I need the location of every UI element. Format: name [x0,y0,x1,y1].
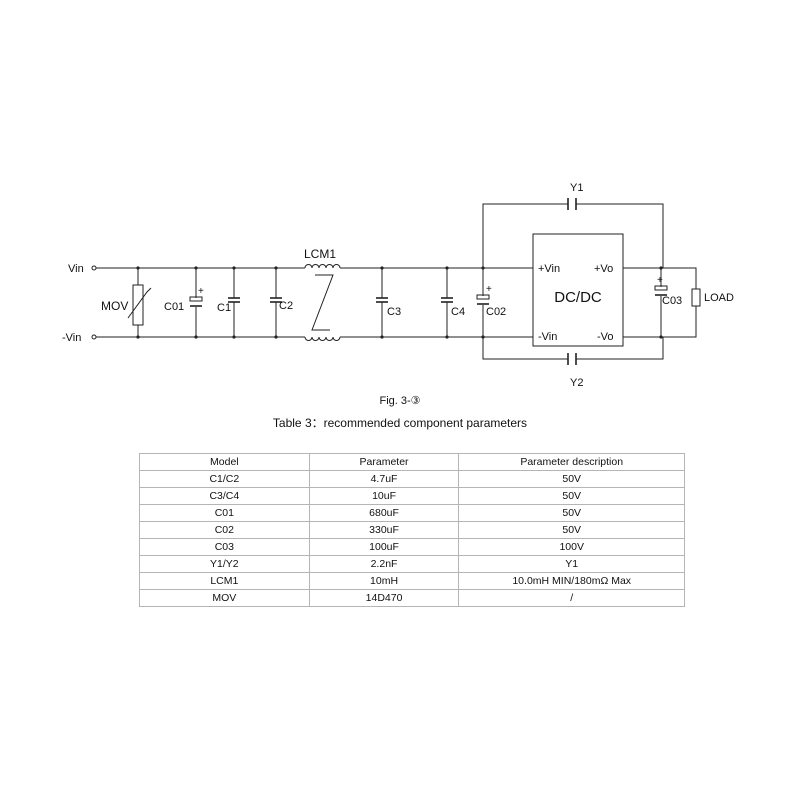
lcm1-choke [304,264,341,341]
table-row: LCM1 10mH 10.0mH MIN/180mΩ Max [139,572,685,590]
table-header-row: Model Parameter Parameter description [139,453,685,471]
c02-label: C02 [486,306,506,318]
cell-model: MOV [139,589,310,607]
pin-pos-vo: +Vo [594,263,613,275]
c2-capacitor [270,268,282,337]
cell-model: C3/C4 [139,487,310,505]
component-parameters-table: Model Parameter Parameter description C1… [139,453,685,607]
cell-model: C01 [139,504,310,522]
c03-capacitor [654,268,668,337]
table-caption: Table 3：recommended component parameters [272,416,528,430]
c01-plus-sign: + [198,286,204,297]
cell-description: 50V [458,487,685,505]
load-label: LOAD [704,292,734,304]
y1-label: Y1 [570,182,583,194]
vin-label: Vin [68,263,84,275]
c03-plus-sign: + [657,275,663,286]
mov-varistor [127,268,152,337]
table-row: C03 100uF 100V [139,538,685,556]
cell-description: 50V [458,470,685,488]
cell-model: LCM1 [139,572,310,590]
c3-capacitor [376,268,388,337]
table-row: Y1/Y2 2.2nF Y1 [139,555,685,573]
cell-parameter: 330uF [308,521,460,539]
cell-description: / [458,589,685,607]
cell-description: 100V [458,538,685,556]
module-title: DC/DC [554,289,602,306]
cell-parameter: 2.2nF [308,555,460,573]
c02-plus-sign: + [486,284,492,295]
c1-capacitor [228,268,240,337]
lcm1-label: LCM1 [304,247,336,261]
cell-description: Y1 [458,555,685,573]
c4-capacitor [441,268,453,337]
cell-model: C1/C2 [139,470,310,488]
cell-model: C02 [139,521,310,539]
cell-parameter: 10mH [308,572,460,590]
c4-label: C4 [451,306,465,318]
table-row: MOV 14D470 / [139,589,685,607]
cell-description: 10.0mH MIN/180mΩ Max [458,572,685,590]
cell-description: 50V [458,504,685,522]
neg-vin-terminal [91,334,97,340]
table-row: C1/C2 4.7uF 50V [139,470,685,488]
y1-capacitor [482,198,664,268]
load-resistor [691,288,701,307]
c02-capacitor [476,268,490,337]
header-parameter-description: Parameter description [458,453,685,471]
dcdc-module [532,233,624,347]
junction-dots [136,266,663,339]
c1-label: C1 [217,302,231,314]
output-rails [623,267,697,338]
header-parameter: Parameter [308,453,460,471]
cell-model: C03 [139,538,310,556]
table-row: C02 330uF 50V [139,521,685,539]
cell-parameter: 680uF [308,504,460,522]
cell-parameter: 14D470 [308,589,460,607]
c03-label: C03 [662,295,682,307]
figure-caption: Fig. 3-③ [379,395,421,407]
cell-parameter: 100uF [308,538,460,556]
cell-model: Y1/Y2 [139,555,310,573]
pin-neg-vo: -Vo [597,331,614,343]
c2-label: C2 [279,300,293,312]
emc-filter-schematic: Vin -Vin MOV + C01 C1 C2 [62,182,734,389]
neg-vin-label: -Vin [62,332,81,344]
vin-terminal [91,265,97,271]
c3-label: C3 [387,306,401,318]
mov-label: MOV [101,299,128,313]
header-model: Model [139,453,310,471]
c01-label: C01 [164,301,184,313]
table-row: C01 680uF 50V [139,504,685,522]
y2-capacitor [482,337,664,365]
c01-capacitor [189,268,203,337]
cell-parameter: 10uF [308,487,460,505]
cell-description: 50V [458,521,685,539]
pin-pos-vin: +Vin [538,263,560,275]
pin-neg-vin: -Vin [538,331,557,343]
cell-parameter: 4.7uF [308,470,460,488]
table-row: C3/C4 10uF 50V [139,487,685,505]
y2-label: Y2 [570,377,583,389]
